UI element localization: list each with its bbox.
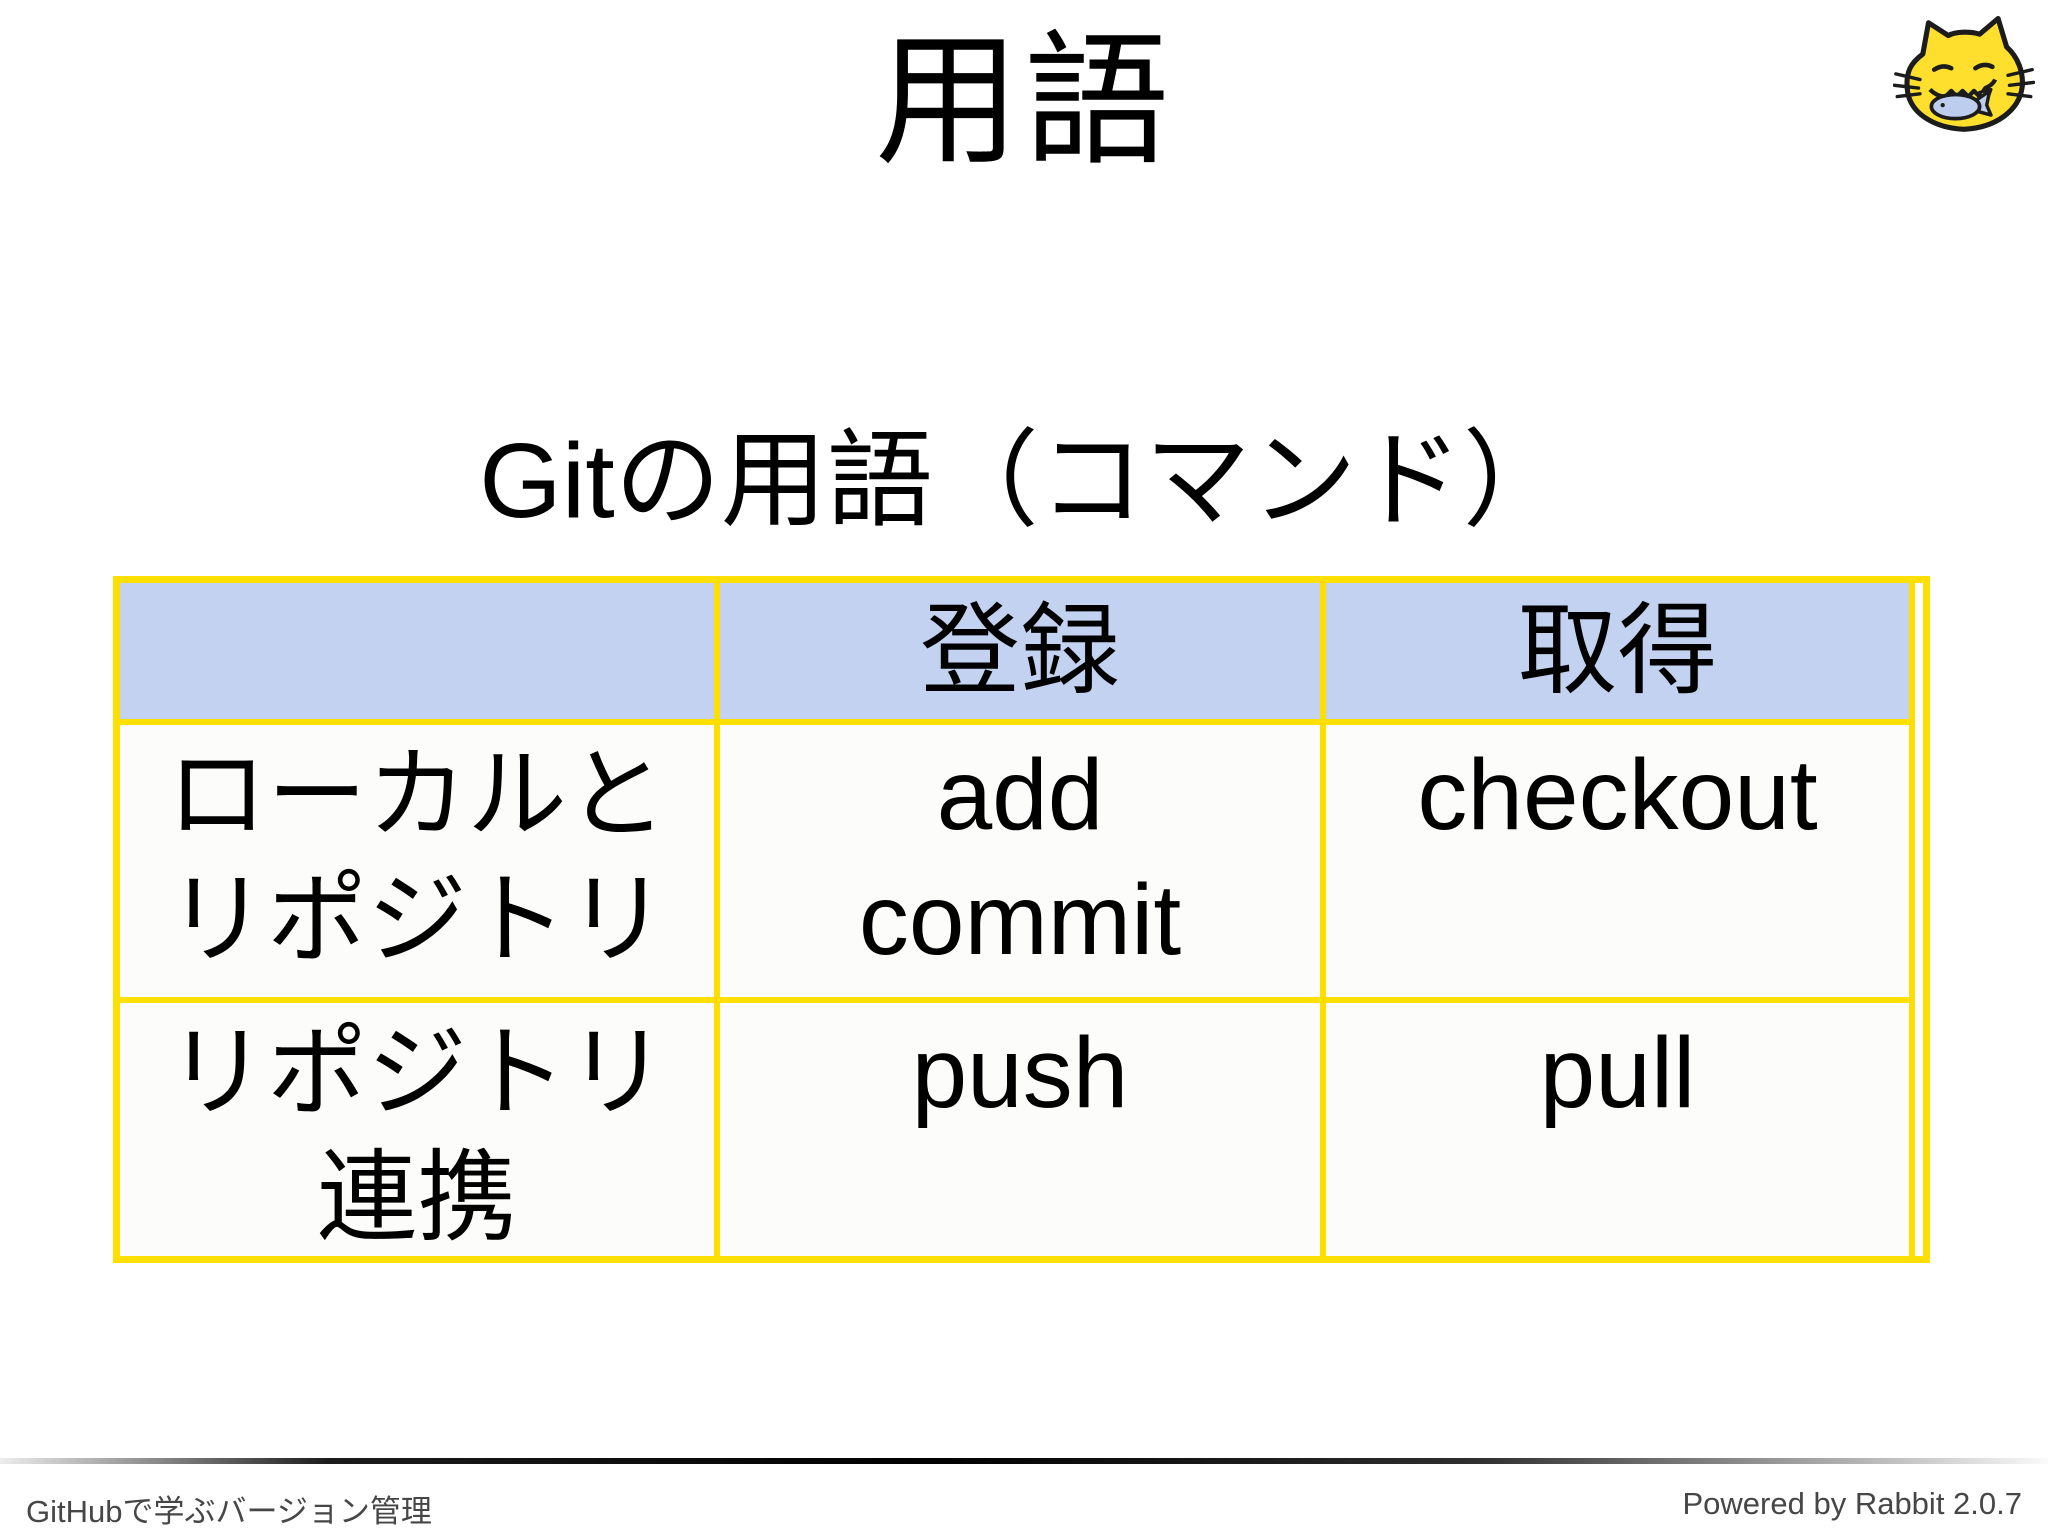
label-line: リポジトリ (167, 864, 667, 976)
table-header-corner (120, 583, 714, 719)
fish-icon (1929, 89, 1993, 121)
label-line: ローカルと (167, 739, 667, 851)
table-header-acquire: 取得 (1326, 583, 1909, 719)
table-cell-row2-register: push (720, 1003, 1320, 1256)
table-cell-row1-acquire: checkout (1326, 725, 1909, 997)
command: commit (858, 864, 1182, 976)
command: push (911, 1017, 1129, 1129)
table-right-filler (1915, 583, 1923, 1256)
table-cell-row1-register: add commit (720, 725, 1320, 997)
git-terms-table: 登録 取得 ローカルと リポジトリ add commit checkout リポ… (113, 576, 1930, 1263)
footer-presentation-title: GitHubで学ぶバージョン管理 (26, 1494, 432, 1529)
cat-with-fish-icon (1893, 15, 2035, 132)
command: add (936, 739, 1104, 851)
table-cell-row2-label: リポジトリ 連携 (120, 1003, 714, 1256)
subtitle: Gitの用語（コマンド） (479, 422, 1569, 540)
command: pull (1539, 1017, 1696, 1129)
page-title: 用語 (875, 20, 1173, 182)
label-line: 連携 (317, 1142, 517, 1254)
table-cell-row2-acquire: pull (1326, 1003, 1909, 1256)
table-cell-row1-label: ローカルと リポジトリ (120, 725, 714, 997)
command: checkout (1417, 739, 1818, 851)
table-header-register: 登録 (720, 583, 1320, 719)
footer-powered-by: Powered by Rabbit 2.0.7 (1682, 1486, 2023, 1521)
footer-divider (0, 1458, 2048, 1464)
label-line: リポジトリ (167, 1017, 667, 1129)
